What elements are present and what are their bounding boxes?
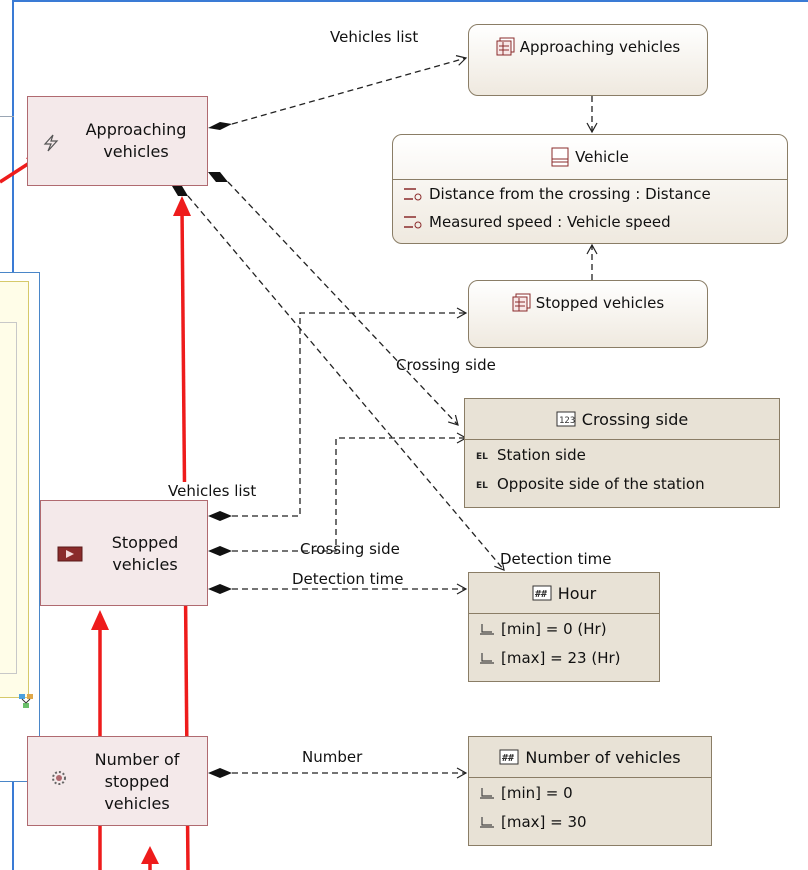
constraint-text: [max] = 23 (Hr) (501, 648, 621, 667)
list-title: Stopped vehicles (535, 294, 665, 312)
component-label-line1: Approaching (85, 120, 187, 139)
constraint-row[interactable]: [max] = 23 (Hr) (469, 643, 659, 672)
edge-label-crossing-side-stopped: Crossing side (300, 540, 400, 558)
network-icon[interactable] (18, 693, 34, 709)
numeric-type-icon: ## (532, 585, 552, 601)
edge-approaching-detection-time (187, 195, 505, 571)
constraint-row[interactable]: [min] = 0 (469, 778, 711, 807)
class-icon (551, 147, 569, 167)
constraint-icon (480, 623, 494, 635)
list-title: Approaching vehicles (519, 38, 681, 56)
attribute-text: Distance from the crossing : Distance (429, 185, 711, 203)
edge-stopped-crossing-side (232, 432, 468, 552)
component-label-line3: vehicles (104, 794, 170, 813)
lightning-icon (43, 134, 59, 152)
enumeration-icon: 123 (556, 411, 576, 427)
type-header: ## Hour (469, 573, 659, 614)
edge-approaching-vehicles-list (231, 55, 468, 125)
list-approaching-vehicles[interactable]: Approaching vehicles (468, 24, 708, 96)
component-stopped-vehicles[interactable]: Stopped vehicles (40, 500, 208, 606)
component-label-line1: Stopped (111, 533, 179, 552)
svg-text:123: 123 (559, 416, 575, 426)
component-label-line2: vehicles (103, 142, 169, 161)
constraint-row[interactable]: [min] = 0 (Hr) (469, 614, 659, 643)
component-label-line2: vehicles (112, 555, 178, 574)
diagram-frame-top-edge (12, 0, 808, 2)
attribute-row[interactable]: Measured speed : Vehicle speed (393, 208, 787, 236)
literal-text: Opposite side of the station (497, 474, 705, 493)
constraint-icon (480, 787, 494, 799)
component-approaching-vehicles[interactable]: Approaching vehicles (27, 96, 208, 186)
constraint-text: [min] = 0 (501, 783, 573, 802)
diamond-approaching-3 (172, 186, 188, 196)
edge-label-crossing-side-mid: Crossing side (396, 356, 496, 374)
overlay-panel (0, 272, 40, 782)
attribute-row[interactable]: Distance from the crossing : Distance (393, 180, 787, 208)
red-arrowhead-vertical-2 (141, 846, 159, 864)
type-header: ## Number of vehicles (469, 737, 711, 778)
gear-icon (52, 771, 66, 785)
edge-label-vehicles-list-stopped: Vehicles list (168, 482, 257, 500)
list-stopped-vehicles[interactable]: Stopped vehicles (468, 280, 708, 348)
svg-text:##: ## (535, 589, 547, 600)
attribute-text: Measured speed : Vehicle speed (429, 213, 671, 231)
red-arrowhead-vertical-3 (173, 196, 191, 216)
literal-text: Station side (497, 445, 586, 464)
type-hour[interactable]: ## Hour [min] = 0 (Hr) [max] = 23 (Hr) (468, 572, 660, 682)
diamond-stopped-2 (208, 546, 232, 556)
diamond-stopped-3 (208, 584, 232, 594)
type-number-of-vehicles[interactable]: ## Number of vehicles [min] = 0 [max] = … (468, 736, 712, 846)
diamond-number (208, 768, 232, 778)
enum-crossing-side[interactable]: 123 Crossing side EL Station side EL Opp… (464, 398, 780, 508)
svg-text:EL: EL (476, 452, 488, 461)
edge-stopped-vehicles-list (232, 307, 468, 517)
red-arrowhead-vertical-1 (91, 610, 109, 630)
list-icon (496, 37, 515, 56)
edge-label-detection-time-stopped: Detection time (292, 570, 404, 588)
class-vehicle[interactable]: Vehicle Distance from the crossing : Dis… (392, 134, 788, 244)
diamond-approaching-1 (208, 122, 232, 130)
constraint-row[interactable]: [max] = 30 (469, 807, 711, 836)
edge-label-vehicles-list-top: Vehicles list (330, 28, 419, 46)
edge-label-number: Number (302, 748, 363, 766)
literal-icon: EL (475, 448, 491, 461)
attribute-icon (404, 216, 422, 229)
edge-approaching-crossing-side (227, 181, 459, 426)
component-label-line2: stopped (104, 772, 170, 791)
diamond-approaching-2 (208, 172, 228, 182)
attribute-icon (404, 188, 422, 201)
diamond-stopped-1 (208, 511, 232, 521)
literal-icon: EL (475, 477, 491, 490)
constraint-text: [max] = 30 (501, 812, 587, 831)
edge-label-detection-time-hour: Detection time (500, 550, 612, 568)
overlay-panel-inner (0, 281, 29, 698)
type-title: Hour (557, 583, 597, 603)
play-box-icon (57, 546, 83, 562)
svg-text:##: ## (502, 753, 514, 764)
constraint-icon (480, 652, 494, 664)
overlay-panel-list (0, 322, 17, 674)
component-number-of-stopped-vehicles[interactable]: Number of stopped vehicles (27, 736, 208, 826)
enum-literal-row[interactable]: EL Opposite side of the station (465, 469, 779, 498)
svg-text:EL: EL (476, 481, 488, 490)
constraint-icon (480, 816, 494, 828)
enum-literal-row[interactable]: EL Station side (465, 440, 779, 469)
enum-title: Crossing side (581, 409, 689, 429)
class-title: Vehicle (575, 148, 629, 166)
side-panel-edge (0, 116, 14, 117)
type-title: Number of vehicles (525, 747, 681, 767)
constraint-text: [min] = 0 (Hr) (501, 619, 607, 638)
list-icon (512, 293, 531, 312)
numeric-type-icon: ## (499, 749, 519, 765)
enum-header: 123 Crossing side (465, 399, 779, 440)
component-label-line1: Number of (94, 750, 180, 769)
